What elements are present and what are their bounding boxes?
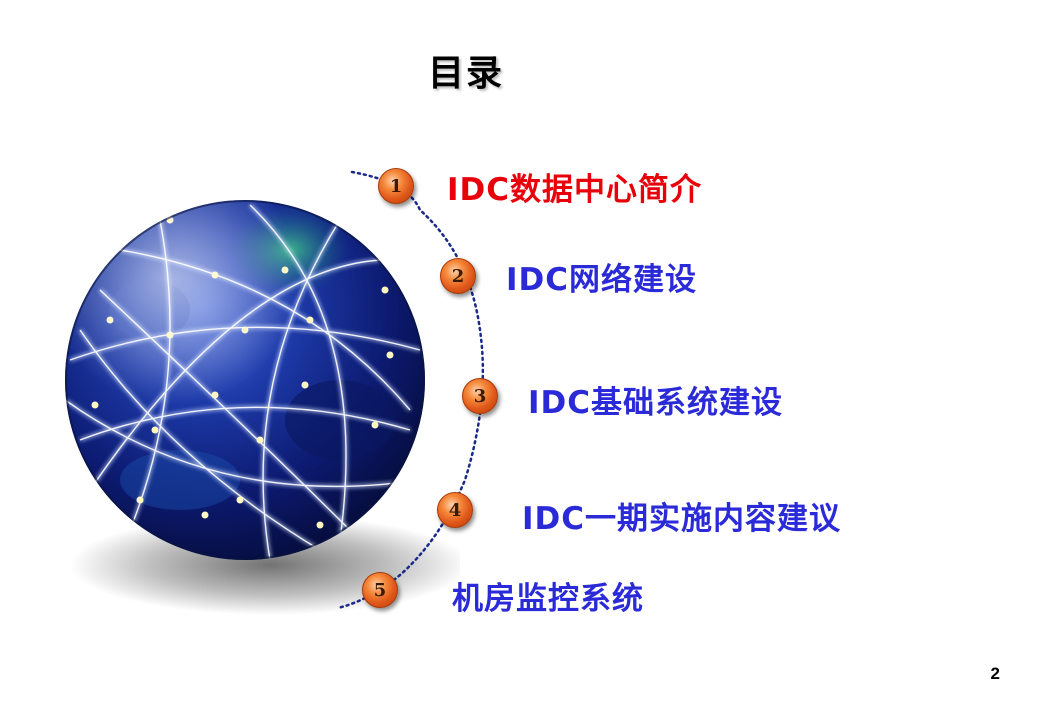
toc-badge-4: 4 (437, 492, 473, 528)
page-title: 目录 (428, 53, 505, 94)
toc-item-3[interactable]: IDC基础系统建设 (528, 385, 784, 421)
toc-badge-3: 3 (462, 378, 498, 414)
toc-badge-1: 1 (378, 168, 414, 204)
toc-item-5[interactable]: 机房监控系统 (452, 581, 644, 617)
network-globe-icon (40, 180, 470, 620)
toc-item-1[interactable]: IDC数据中心简介 (447, 172, 703, 208)
toc-item-4[interactable]: IDC一期实施内容建议 (522, 501, 842, 537)
page-number: 2 (990, 664, 1000, 683)
toc-item-2[interactable]: IDC网络建设 (506, 262, 698, 298)
toc-badge-2: 2 (440, 258, 476, 294)
toc-badge-5: 5 (362, 572, 398, 608)
